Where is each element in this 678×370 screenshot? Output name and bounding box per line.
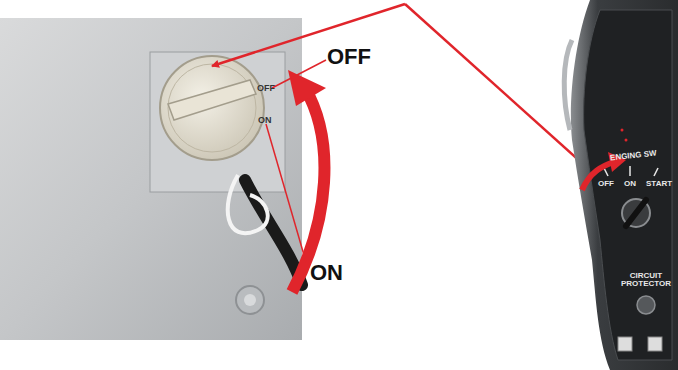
remote-grip xyxy=(564,40,572,130)
plate-off: OFF xyxy=(257,84,275,93)
knob-handle xyxy=(168,80,256,120)
position-off: OFF xyxy=(598,180,614,188)
rotation-arrowhead xyxy=(288,70,326,106)
leader-line xyxy=(272,60,326,88)
white-wire xyxy=(228,175,268,233)
switch-tick xyxy=(629,166,631,176)
screw xyxy=(236,286,264,314)
key-switch xyxy=(622,199,650,227)
position-on: ON xyxy=(624,180,636,188)
remote-body xyxy=(571,0,678,370)
switch-knob xyxy=(160,56,264,160)
protector-button xyxy=(637,296,655,314)
protector-label: CIRCUIT PROTECTOR xyxy=(614,272,678,288)
remote-face xyxy=(584,10,672,360)
position-start: START xyxy=(646,180,672,188)
knob-ring xyxy=(168,64,256,152)
pointer-line xyxy=(212,4,405,66)
rocker-switch xyxy=(618,337,632,351)
switch-tick xyxy=(654,168,658,176)
on-callout: ON xyxy=(310,262,343,284)
key xyxy=(626,200,646,226)
screw-head xyxy=(244,294,256,306)
off-callout: OFF xyxy=(327,46,371,68)
switch-tick xyxy=(604,168,608,176)
switch-plate xyxy=(150,52,285,192)
leader-line xyxy=(266,124,306,262)
dot xyxy=(625,139,628,142)
plate-on: ON xyxy=(258,116,272,125)
rocker-switch xyxy=(648,337,662,351)
turn-arrow xyxy=(582,162,614,190)
dot xyxy=(621,129,624,132)
metal-plate xyxy=(0,18,302,340)
